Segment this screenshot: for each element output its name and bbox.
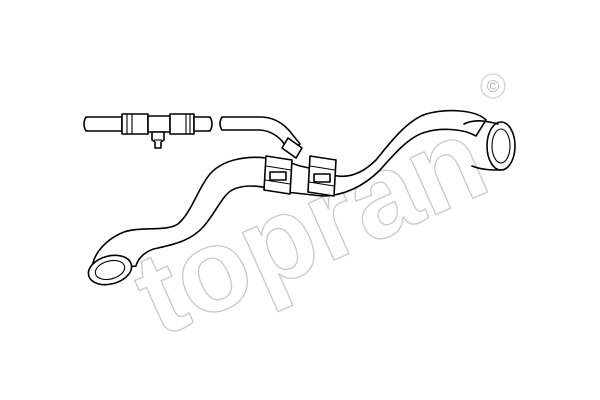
left-pipe-stub [83,116,123,132]
left-hose-end [87,254,133,286]
right-end-rim [463,120,499,125]
small-bent-hose-body [219,116,301,153]
copyright-symbol: © [487,77,500,96]
breather-pipe-assembly [83,113,213,149]
right-end-rim [471,165,501,171]
t-connector-body [147,115,171,133]
copyright-mark: © [480,73,506,99]
left-connector-sleeve [121,113,149,135]
small-hose-clamp [281,137,303,159]
small-bent-hose [219,116,303,159]
right-pipe-stub [193,116,213,132]
main-coolant-hose [87,109,516,286]
right-hose-end [486,121,516,171]
copyright-circle [480,73,506,99]
right-hose-bore [491,128,511,164]
left-hose-clamp [263,155,293,195]
left-hose-bore [94,259,126,281]
right-hose-clamp [307,155,337,197]
